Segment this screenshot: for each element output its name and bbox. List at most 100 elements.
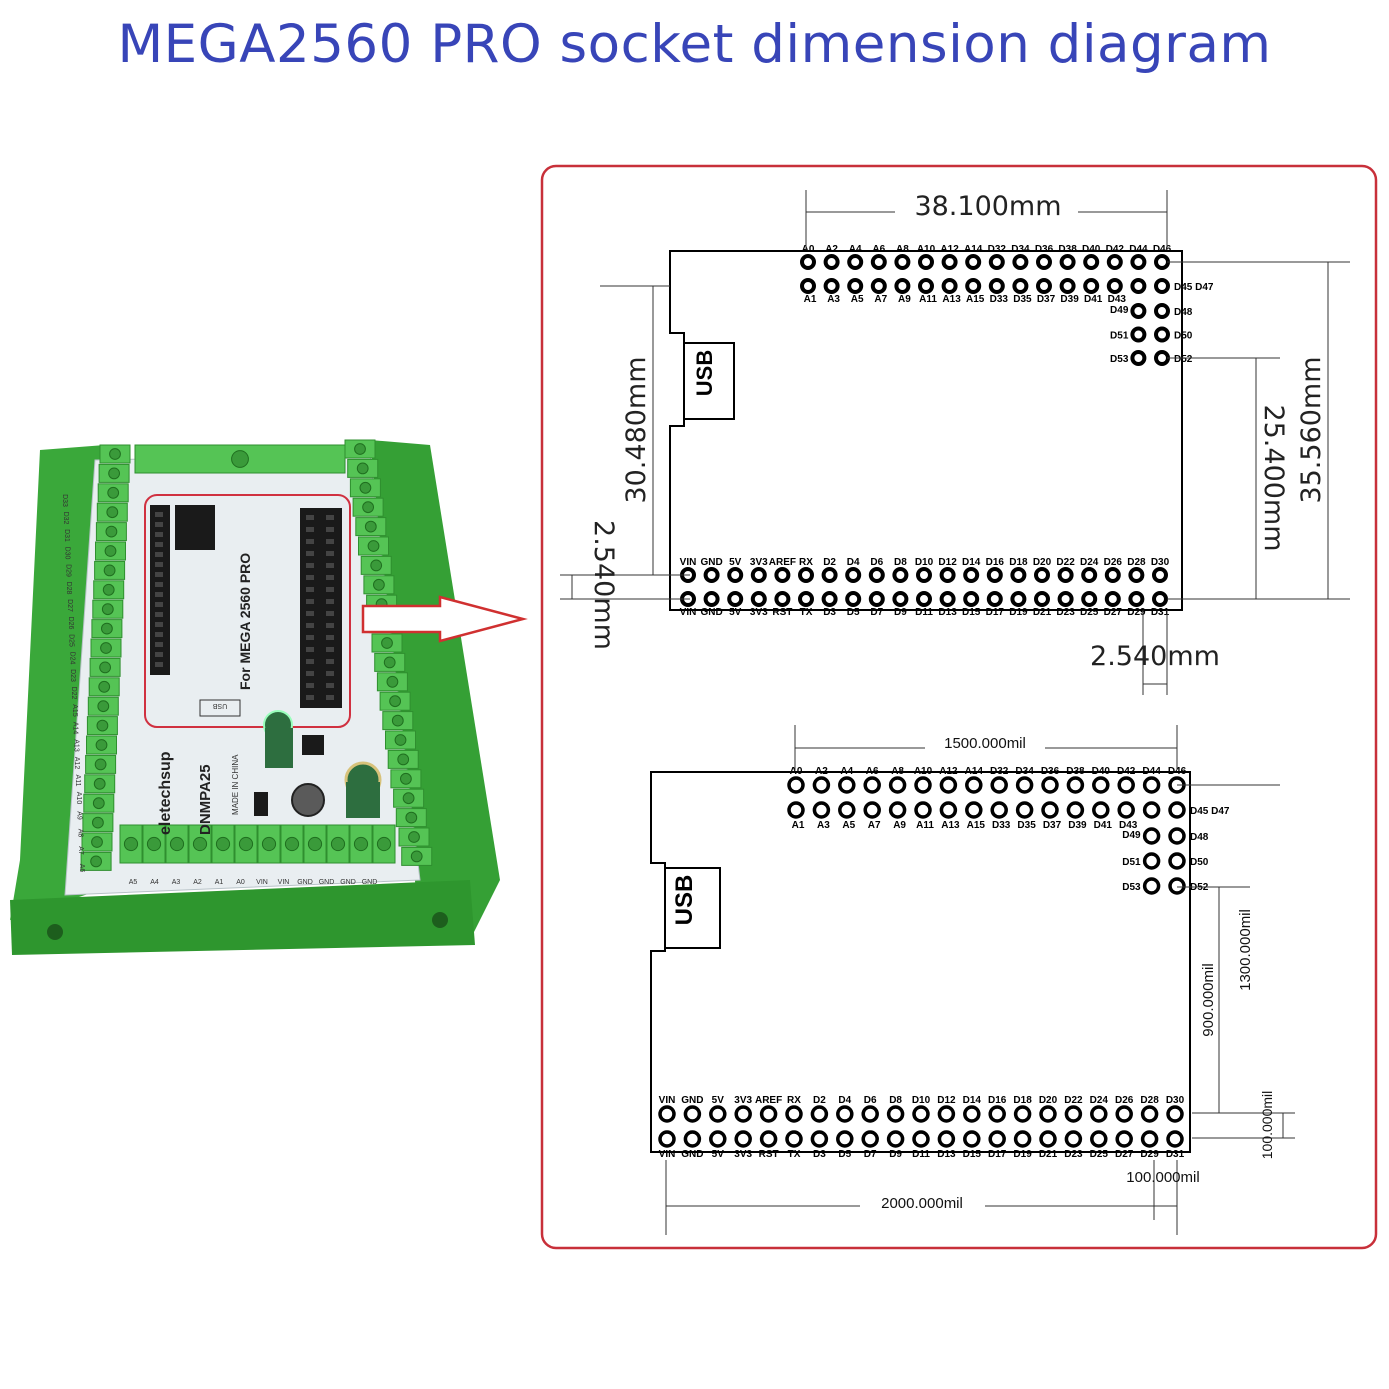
pin-bottom-row1 <box>1010 567 1027 583</box>
pin-label: D41 <box>1094 820 1113 831</box>
pin-top-row2 <box>1083 278 1100 294</box>
pin-bottom-row1 <box>1128 567 1145 583</box>
pin-top-row2 <box>1012 278 1029 294</box>
top-pin-grid <box>680 254 1170 607</box>
pin-side <box>1154 326 1170 343</box>
din-rail-bottom <box>10 880 475 955</box>
photo-left-labels: A6A7A8A9A10A11A12A13A14A15D22D23D24D25D2… <box>61 494 85 872</box>
pin-top-row1 <box>1036 254 1052 270</box>
pin-top-row2 <box>870 278 887 294</box>
header-hole <box>306 659 314 664</box>
pin-top-row1 <box>1106 254 1123 270</box>
chip <box>302 735 324 755</box>
pin-label: D27 <box>1104 607 1123 618</box>
header-hole <box>155 662 163 667</box>
pin-top-row2 <box>800 278 816 294</box>
pin-label: D5 <box>838 1149 851 1160</box>
pin-bottom-row1 <box>963 567 980 583</box>
pin-label: D37 <box>1043 820 1062 831</box>
header-hole <box>326 659 334 664</box>
pin-label: A15 <box>967 820 986 831</box>
pin-label: A11 <box>916 820 934 831</box>
photo-pin-label: A3 <box>172 879 181 886</box>
pin-label: VIN <box>659 1149 676 1160</box>
pin-bottom-row1 <box>988 1105 1006 1123</box>
pin-label: D7 <box>864 1149 877 1160</box>
pin-label: TX <box>800 607 813 618</box>
pin-label: D48 <box>1190 832 1209 843</box>
pin-bottom-row2 <box>683 1130 702 1148</box>
pin-label: D2 <box>823 557 836 568</box>
pin-bottom-row2 <box>1064 1130 1083 1148</box>
pin-side <box>1130 350 1147 366</box>
pin-bottom-row2 <box>963 591 980 607</box>
pin-label: D35 <box>1017 820 1036 831</box>
pin-label: D32 <box>990 766 1009 777</box>
pin-label: A11 <box>919 294 937 305</box>
pin-bottom-row1 <box>939 567 956 583</box>
pin-top-row2 <box>1059 278 1076 294</box>
pin-top-row2 <box>965 801 983 819</box>
pin-label: D39 <box>1060 294 1079 305</box>
pin-top-row2 <box>1041 801 1059 819</box>
pin-bottom-row1 <box>836 1105 854 1123</box>
photo-pin-label: GND <box>362 879 378 886</box>
pin-label: D39 <box>1068 820 1087 831</box>
pin-label: D26 <box>1115 1095 1134 1106</box>
header-hole <box>306 587 314 592</box>
pin-label: D33 <box>990 294 1009 305</box>
header-hole <box>326 527 334 532</box>
pin-label: 5V <box>729 557 742 568</box>
pin-top-row1 <box>870 254 887 270</box>
pin-label: RX <box>799 557 813 568</box>
pin-label: A7 <box>868 820 881 831</box>
dim-100mil-right: 100.000mil <box>1259 1091 1275 1160</box>
photo-pin-label: D27 <box>66 599 73 612</box>
pin-label: D48 <box>1174 307 1193 318</box>
terminal-screw <box>102 583 115 596</box>
photo-pin-label: A6 <box>78 864 85 873</box>
pin-label: D14 <box>963 1095 982 1106</box>
header-hole <box>155 572 163 577</box>
pin-label: A1 <box>804 294 817 305</box>
header-hole <box>306 599 314 604</box>
pin-top-row2 <box>1015 801 1034 819</box>
pin-label: A3 <box>827 294 840 305</box>
pin-top-row1 <box>1066 776 1085 794</box>
pin-label: VIN <box>680 557 697 568</box>
header-right <box>300 508 342 708</box>
pin-bottom-row1 <box>1081 567 1098 583</box>
pin-label: A15 <box>966 294 985 305</box>
pin-top-row1 <box>863 776 881 794</box>
terminal-screw <box>410 850 423 863</box>
pin-bottom-row2 <box>1128 591 1145 607</box>
terminal-screw <box>330 836 346 852</box>
pin-label: D15 <box>962 607 981 618</box>
din-rail-right <box>370 440 500 940</box>
pin-label: A5 <box>842 820 855 831</box>
pin-bottom-row2 <box>868 591 885 607</box>
terminal-screw <box>261 836 277 852</box>
bottom-diagram: USB A0A1A2A3A4A5A6A7A8A9A10A11A12A13A14A… <box>650 725 1295 1235</box>
header-hole <box>306 539 314 544</box>
pin-bottom-row2 <box>845 591 862 607</box>
header-hole <box>326 683 334 688</box>
pin-label: D17 <box>988 1149 1007 1160</box>
pin-bottom-row2 <box>912 1130 930 1148</box>
pin-label: D8 <box>894 557 907 568</box>
pin-label: A12 <box>940 244 959 255</box>
mount-hole-right <box>432 912 448 928</box>
page-title: MEGA2560 PRO socket dimension diagram <box>117 14 1272 75</box>
pin-top-row2 <box>787 801 805 819</box>
pin-top-row1 <box>888 776 907 794</box>
pin-bottom-row1 <box>986 567 1003 583</box>
pin-label: D28 <box>1127 557 1146 568</box>
header-hole <box>306 695 314 700</box>
pin-label: D21 <box>1033 607 1052 618</box>
pin-label: A13 <box>942 294 961 305</box>
pin-label: A0 <box>790 766 803 777</box>
pin-label: D29 <box>1127 607 1146 618</box>
header-holes <box>155 512 334 700</box>
terminal-screw <box>307 836 323 852</box>
pin-bottom-row1 <box>963 1105 981 1123</box>
